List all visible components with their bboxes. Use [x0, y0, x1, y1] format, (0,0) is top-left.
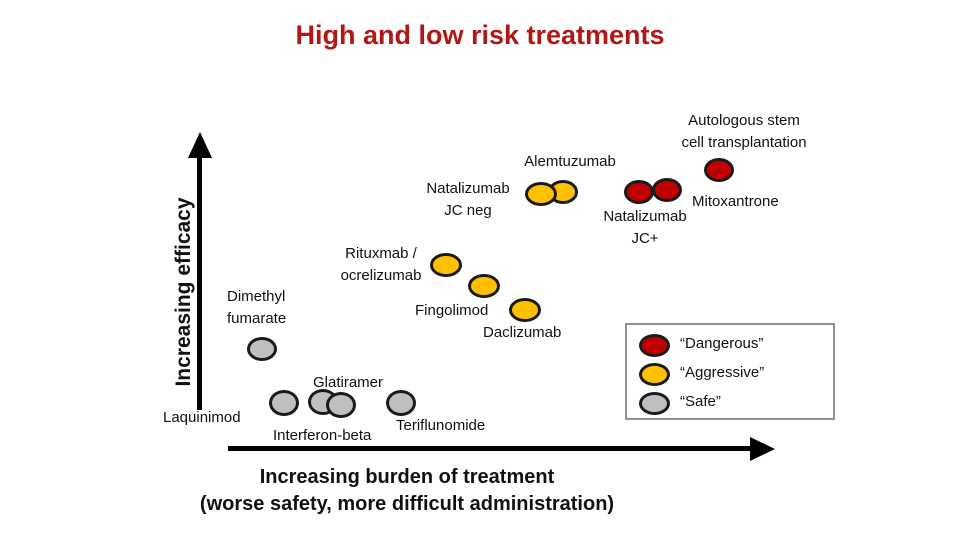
legend-row-dangerous: “Dangerous”: [627, 331, 833, 361]
natalizumab-jcplus-bubble-left: [624, 180, 654, 204]
natalizumab-jcneg-bubble-left: [525, 182, 557, 206]
label-mitoxantrone: Mitoxantrone: [692, 193, 779, 210]
legend-label-safe: “Safe”: [680, 393, 721, 410]
x-axis-caption-line1: Increasing burden of treatment: [259, 466, 555, 488]
label-laquinimod: Laquinimod: [163, 409, 241, 426]
slide-title: High and low risk treatments: [295, 20, 665, 50]
autologous-sct-bubble: [704, 158, 734, 182]
label-glatiramer: Glatiramer: [313, 374, 384, 391]
laquinimod-bubble: [269, 390, 299, 416]
aggressive-swatch-icon: [639, 363, 670, 386]
y-axis-arrowhead-icon: [188, 132, 212, 158]
fingolimod-bubble: [468, 274, 500, 298]
safe-swatch-icon: [639, 392, 670, 415]
legend-row-aggressive: “Aggressive”: [627, 360, 833, 390]
x-axis-caption: Increasing burden of treatment (worse sa…: [200, 464, 614, 518]
y-axis-label: Increasing efficacy: [172, 197, 195, 387]
label-rituxmab-ocrelizumab: Rituxmab /ocrelizumab: [340, 245, 422, 284]
legend-box: “Dangerous” “Aggressive” “Safe”: [625, 323, 835, 420]
glatiramer-bubble-right: [326, 392, 356, 418]
label-teriflunomide: Teriflunomide: [396, 417, 486, 434]
dangerous-swatch-icon: [639, 334, 670, 357]
legend-label-dangerous: “Dangerous”: [680, 335, 764, 352]
dimethyl-fumarate-bubble: [247, 337, 277, 361]
natalizumab-jcplus-bubble-right: [652, 178, 682, 202]
rituxmab-ocrelizumab-bubble: [430, 253, 462, 277]
label-interferon-beta: Interferon-beta: [273, 427, 372, 444]
label-fingolimod: Fingolimod: [415, 302, 489, 319]
x-axis-line: [228, 446, 752, 451]
x-axis-caption-line2: (worse safety, more difficult administra…: [199, 493, 615, 515]
daclizumab-bubble: [509, 298, 541, 322]
y-axis-line: [197, 156, 202, 410]
label-alemtuzumab: Alemtuzumab: [524, 153, 616, 170]
legend-row-safe: “Safe”: [627, 389, 833, 419]
teriflunomide-bubble: [386, 390, 416, 416]
legend-label-aggressive: “Aggressive”: [680, 364, 765, 381]
x-axis-arrowhead-icon: [750, 437, 775, 461]
label-daclizumab: Daclizumab: [483, 324, 562, 341]
